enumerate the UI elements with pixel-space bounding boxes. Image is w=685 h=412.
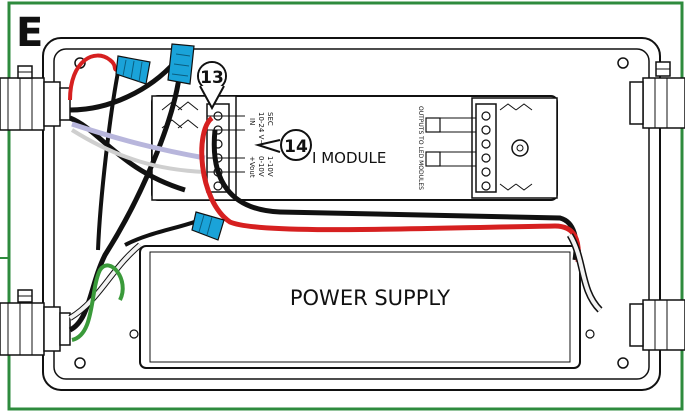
callout-14: 14 xyxy=(284,137,308,157)
led-output-symbols xyxy=(425,117,476,167)
cable-gland-icon xyxy=(0,65,71,131)
wire-nut-connector-icon xyxy=(191,211,225,241)
wire-white-right-core xyxy=(568,233,602,312)
wire-grey xyxy=(70,128,206,174)
power-supply xyxy=(139,245,581,369)
callout-circle-icon xyxy=(254,129,312,161)
module-label: I MODULE xyxy=(312,149,386,167)
wire-nut-connector-icon xyxy=(115,55,151,85)
wire-lavender xyxy=(71,121,206,161)
cable-gland-icon xyxy=(629,61,685,129)
enclosure-inner xyxy=(53,48,650,380)
terminal-label-vout: +Vout xyxy=(248,156,256,178)
terminal-label-0-10v: 0-10V xyxy=(257,156,265,177)
power-supply-label: POWER SUPPLY xyxy=(290,286,450,310)
power-supply-hole-right xyxy=(585,329,595,339)
mounting-hole-br xyxy=(617,357,629,369)
wire-red-top xyxy=(68,53,119,101)
terminal-label-in: IN xyxy=(248,118,256,125)
panel-letter: E xyxy=(16,10,43,56)
wire-black-4 xyxy=(96,61,122,251)
mounting-hole-tr xyxy=(617,57,629,69)
terminal-label-sec: SEC xyxy=(266,112,274,126)
callout-circle-icon xyxy=(197,61,227,111)
cable-gland-icon xyxy=(629,299,685,351)
panel-frame xyxy=(7,1,684,411)
cable-gland-icon xyxy=(0,289,71,356)
wire-red-ps xyxy=(199,115,581,263)
wire-white xyxy=(68,243,142,320)
callout-13: 13 xyxy=(200,68,224,88)
power-supply-inner xyxy=(149,251,571,363)
terminal-block-icon xyxy=(471,97,558,199)
terminal-label-outputs: OUTPUTS TO LED MODULES xyxy=(417,106,424,190)
wire-black-1 xyxy=(69,60,177,113)
mounting-hole-bl xyxy=(74,357,86,369)
terminal-label-voltage: 10-24 V~ xyxy=(257,112,265,145)
wire-green xyxy=(71,263,125,342)
terminal-label-1-10v: 1-10V xyxy=(266,156,274,177)
wire-nut-connector-icon xyxy=(167,43,195,85)
power-supply-hole-left xyxy=(129,329,139,339)
